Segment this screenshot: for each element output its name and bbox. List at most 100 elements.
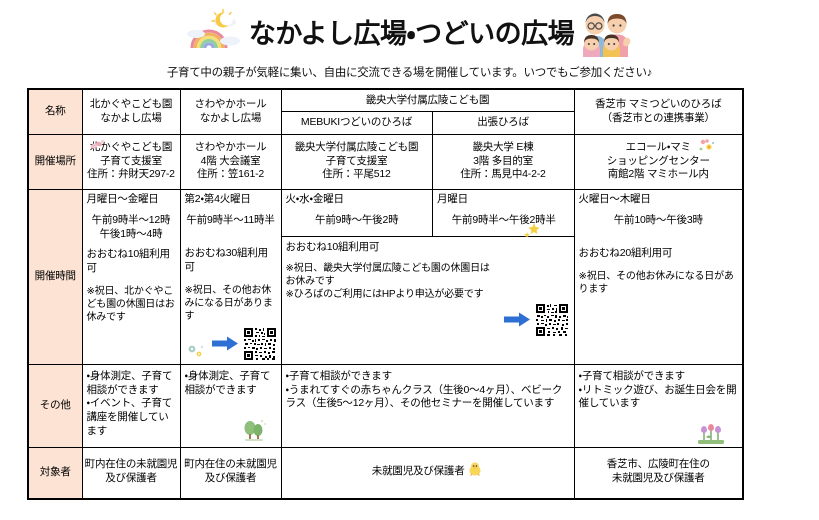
name-col1-line2: なかよし広場 xyxy=(100,111,162,124)
target-col2-line1: 町内在住の未就園児 xyxy=(184,458,277,471)
cell-other-col5: ・子育て相談ができます ・リトミック遊び、お誕生日会を開催しています xyxy=(573,363,744,449)
blue-arrow-icon xyxy=(211,336,238,351)
place-col1-line3: 住所：弁財天297-2 xyxy=(87,168,175,181)
cell-other-col34: ・子育て相談ができます ・うまれてすぐの赤ちゃんクラス（生後0～4ヶ月）、ベビー… xyxy=(280,363,575,449)
cell-name-col1: 北かぐやこども園 なかよし広場 xyxy=(81,88,181,135)
place-col5-line3: 南館2階 マミホール内 xyxy=(607,168,709,181)
place-col5-line2: ショッピングセンター xyxy=(606,154,710,167)
cell-time-col34-merged: 火・水・金曜日 午前9時～午後2時 月曜日 午前9時半～午後2時半 xyxy=(280,189,575,365)
flower-deco-icon xyxy=(696,138,718,158)
place-col2-line2: 4階 大会議室 xyxy=(200,154,261,167)
time-col2-days: 第2・第4火曜日 xyxy=(184,193,251,206)
time-col2-note: ※祝日、その他お休みになる日があります xyxy=(184,284,273,322)
cell-place-col2: さわやかホール 4階 大会議室 住所：笠161-2 xyxy=(179,133,282,191)
time-col4-hours-1: 午前9時半～午後2時半 xyxy=(451,214,556,227)
table-row-place: 開催場所 北かぐやこども園 子育て支援室 住所：弁財天297-2 さわやかホール… xyxy=(27,133,744,191)
row-label-name: 名称 xyxy=(27,88,83,135)
name-col5-line2: （香芝市との連携事業） xyxy=(601,111,715,124)
time-col1-hours-1: 午前9時半～12時 xyxy=(91,214,171,227)
time-col34-note-1: ※祝日、畿央大学付属広陵こども園の休園日は xyxy=(285,262,490,274)
time-col34-days-row: 火・水・金曜日 午前9時～午後2時 月曜日 午前9時半～午後2時半 xyxy=(281,190,575,238)
time-col5-capacity: おおむね20組利用可 xyxy=(578,247,673,260)
cell-time-col2: 第2・第4火曜日 午前9時半～11時半 おおむね30組利用可 ※祝日、その他お休… xyxy=(179,189,282,365)
place-col2-line1: さわやかホール xyxy=(194,140,267,153)
place-col4-line1: 畿央大学 E棟 xyxy=(472,140,534,153)
time-col3-days: 火・水・金曜日 xyxy=(285,193,344,206)
place-col1-line1: 北かぐやこども園 xyxy=(89,140,173,153)
time-col3-hours-1: 午前9時～午後2時 xyxy=(315,214,399,227)
rainbow-sun-cloud-icon xyxy=(186,8,243,54)
time-col34-detail-row: おおむね10組利用可 ※祝日、畿央大学付属広陵こども園の休園日は お休みです ※… xyxy=(282,223,575,340)
time-col5-note: ※祝日、その他お休みになる日があります xyxy=(578,270,734,295)
family-of-four-icon xyxy=(580,5,632,57)
table-row-target: 対象者 町内在住の未就園児 及び保護者 町内在住の未就園児 及び保護者 未就園児… xyxy=(27,447,744,500)
name-col5-line1: 香芝市 マミつどいのひろば xyxy=(595,98,722,110)
other-col5-line2: ・リトミック遊び、お誕生日会を開催しています xyxy=(578,383,737,410)
page-subtitle: 子育て中の親子が気軽に集い、自由に交流できる場を開催しています。いつでもご参加く… xyxy=(166,67,653,79)
table-row-name: 名称 北かぐやこども園 なかよし広場 さわやかホール なかよし広場 畿央大学付属… xyxy=(27,88,744,135)
qr-code[interactable] xyxy=(242,326,277,361)
target-col34-text: 未就園児及び保護者 xyxy=(371,465,465,478)
cell-target-col34: 未就園児及び保護者 xyxy=(280,447,575,500)
place-col5-line1: エコール・マミ xyxy=(625,140,691,153)
table-row-other: その他 ・身体測定、子育て相談ができます ・イベント、子育て講座を開催しています… xyxy=(27,363,744,449)
place-col4-line3: 住所：馬見中4-2-2 xyxy=(460,168,546,181)
row-label-time: 開催時間 xyxy=(27,189,83,365)
cell-target-col5: 香芝市、広陵町在住の 未就園児及び保護者 xyxy=(573,447,744,500)
cell-time-col1: 月曜日～金曜日 午前9時半～12時 午後1時～4時 おおむね10組利用可 ※祝日… xyxy=(81,189,181,365)
table-row-time: 開催時間 月曜日～金曜日 午前9時半～12時 午後1時～4時 おおむね10組利用… xyxy=(27,189,744,365)
place-col2-line3: 住所：笠161-2 xyxy=(196,168,265,181)
cell-time-col3: 火・水・金曜日 午前9時～午後2時 xyxy=(281,190,433,238)
table-row-name-sub: MEBUKIつどいのひろば 出張ひろば xyxy=(28,110,743,135)
time-col2-hours-1: 午前9時半～11時半 xyxy=(186,214,275,227)
other-col5-line1: ・子育て相談ができます xyxy=(578,369,686,382)
chick-deco-icon xyxy=(467,462,483,480)
tulip-deco-icon xyxy=(696,422,726,445)
cell-name-col5: 香芝市 マミつどいのひろば （香芝市との連携事業） xyxy=(573,88,744,135)
page-header: なかよし広場・つどいの広場 xyxy=(0,0,819,62)
other-col2-line1: ・身体測定、子育て相談ができます xyxy=(184,369,271,396)
qr-group-col34 xyxy=(286,223,571,337)
time-col5-hours-1: 午前10時～午後3時 xyxy=(613,214,703,227)
cell-time-col34-detail: おおむね10組利用可 ※祝日、畿央大学付属広陵こども園の休園日は お休みです ※… xyxy=(282,223,575,340)
cell-name-col2: さわやかホール なかよし広場 xyxy=(179,88,282,135)
other-col34-line1: ・子育て相談ができます xyxy=(285,369,393,382)
time-col1-hours-2: 午後1時～4時 xyxy=(99,228,163,241)
cell-time-col4: 月曜日 午前9時半～午後2時半 xyxy=(432,190,575,238)
cell-time-col5: 火曜日～木曜日 午前10時～午後3時 おおむね20組利用可 ※祝日、その他お休み… xyxy=(573,189,744,365)
target-col2-line2: 及び保護者 xyxy=(204,471,257,484)
cell-place-col4: 畿央大学 E棟 3階 多目的室 住所：馬見中4-2-2 xyxy=(431,133,575,191)
other-col1-line1: ・身体測定、子育て相談ができます xyxy=(86,369,173,396)
time-col5-days: 火曜日～木曜日 xyxy=(578,193,651,206)
place-col1-line2: 子育て支援室 xyxy=(100,154,162,167)
name-col2-line1: さわやかホール xyxy=(194,98,267,110)
cell-place-col3: 畿央大学付属広陵こども園 子育て支援室 住所：平尾512 xyxy=(280,133,433,191)
flower-deco-icon xyxy=(185,342,207,362)
cell-other-col1: ・身体測定、子育て相談ができます ・イベント、子育て講座を開催しています xyxy=(81,363,181,449)
page-title: なかよし広場・つどいの広場 xyxy=(248,18,575,49)
cell-place-col1: 北かぐやこども園 子育て支援室 住所：弁財天297-2 xyxy=(81,133,181,191)
target-col5-line1: 香芝市、広陵町在住の xyxy=(606,458,710,471)
cell-name-col34-title: 畿央大学付属広陵こども園 xyxy=(280,88,575,112)
row-label-other: その他 xyxy=(27,363,83,449)
target-col1-line2: 及び保護者 xyxy=(105,471,157,484)
cell-target-col1: 町内在住の未就園児 及び保護者 xyxy=(81,447,181,500)
program-table: 名称 北かぐやこども園 なかよし広場 さわやかホール なかよし広場 畿央大学付属… xyxy=(27,88,745,500)
row-label-place: 開催場所 xyxy=(27,133,83,191)
time-col1-note: ※祝日、北かぐやこども園の休園日はお休みです xyxy=(86,285,175,323)
other-col1-line2: ・イベント、子育て講座を開催しています xyxy=(86,397,173,438)
place-col4-line2: 3階 多目的室 xyxy=(473,154,533,167)
sparkle-deco-icon xyxy=(523,223,541,239)
time-col1-capacity: おおむね10組利用可 xyxy=(86,247,171,274)
other-col34-line2: ・うまれてすぐの赤ちゃんクラス（生後0～4ヶ月）、ベビークラス（生後5～12ヶ月… xyxy=(285,383,563,410)
time-col2-capacity: おおむね30組利用可 xyxy=(184,247,269,273)
place-col3-line3: 住所：平尾512 xyxy=(322,168,391,181)
place-col3-line2: 子育て支援室 xyxy=(325,154,388,167)
qr-code[interactable] xyxy=(534,302,569,337)
name-col2-line2: なかよし広場 xyxy=(199,111,262,124)
time-col34-capacity: おおむね10組利用可 xyxy=(285,241,380,254)
cell-place-col5: エコール・マミ ショッピングセンター 南館2階 マミホール内 xyxy=(573,133,744,191)
time-col34-note-3: ※ひろばのご利用にはHPより申込が必要です xyxy=(285,288,484,300)
cell-name-col4-sub: 出張ひろば xyxy=(431,110,575,135)
name-col1-line1: 北かぐやこども園 xyxy=(89,98,173,110)
